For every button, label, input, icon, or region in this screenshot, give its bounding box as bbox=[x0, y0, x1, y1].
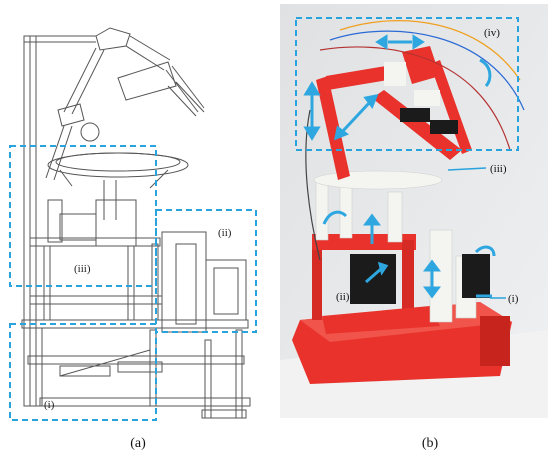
cad-region-boxes bbox=[9, 145, 257, 421]
region-box-i bbox=[9, 323, 157, 421]
label-i-b: (i) bbox=[508, 293, 519, 305]
wires bbox=[305, 20, 525, 261]
caption-a: (a) bbox=[130, 436, 146, 451]
cad-drawing-svg: (iii) (ii) (i) bbox=[9, 27, 257, 421]
label-iv-b: (iv) bbox=[484, 27, 500, 39]
label-iii-b: (iii) bbox=[490, 163, 507, 175]
region-box-ii bbox=[155, 209, 257, 333]
cad-frame bbox=[21, 27, 251, 419]
label-ii-a: (ii) bbox=[218, 227, 232, 239]
photo-svg: (iv) (iii) (ii) (i) bbox=[280, 4, 548, 418]
label-iii-a: (iii) bbox=[74, 263, 91, 275]
motor-block bbox=[350, 254, 396, 304]
arm-servos bbox=[400, 108, 458, 134]
label-i-a: (i) bbox=[44, 399, 55, 411]
servo bbox=[462, 254, 490, 298]
region-box-iv bbox=[295, 17, 519, 151]
photo-region-boxes bbox=[295, 17, 519, 151]
panel-a-cad-drawing: (iii) (ii) (i) bbox=[0, 0, 270, 430]
motion-arrows bbox=[303, 34, 496, 299]
red-middle-frame bbox=[312, 234, 440, 334]
region-box-iii bbox=[9, 145, 157, 287]
label-ii-b: (ii) bbox=[336, 291, 350, 303]
pointer-iii bbox=[447, 167, 487, 171]
caption-b: (b) bbox=[421, 436, 439, 451]
red-arm bbox=[316, 46, 472, 180]
white-arm-joints bbox=[384, 62, 440, 106]
panel-b-photo: (iv) (iii) (ii) (i) bbox=[280, 0, 550, 430]
